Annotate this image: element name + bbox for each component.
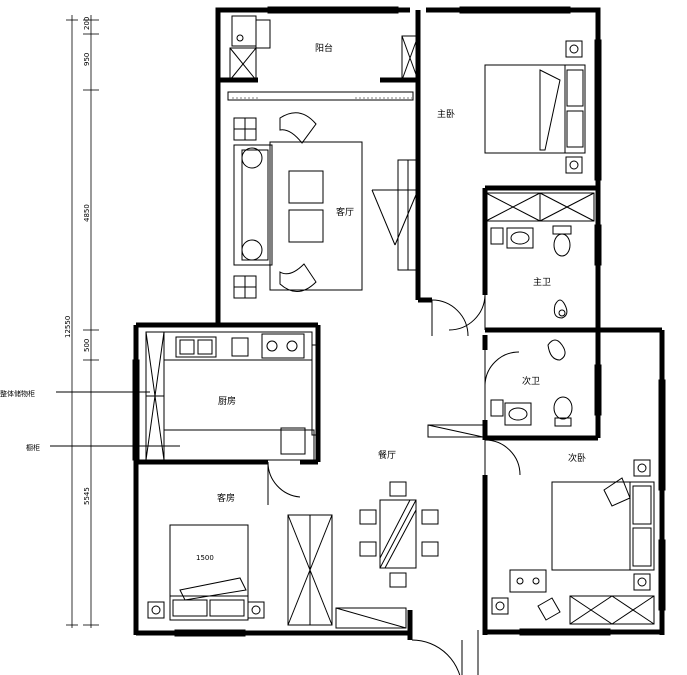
windows [132, 6, 666, 637]
room-label-second-bath: 次卫 [522, 375, 540, 387]
balcony-fixtures [229, 15, 419, 99]
room-label-master-bath: 主卫 [533, 276, 551, 288]
master-bedroom-furniture [484, 40, 595, 222]
room-label-living-room: 客厅 [336, 206, 354, 218]
bed-size-label: 1500 [196, 554, 214, 562]
dim-label-4: 500 [83, 339, 91, 352]
room-label-guest-room: 客房 [217, 492, 235, 504]
dim-label-6: 5545 [83, 487, 91, 505]
master-bath-fixtures [490, 225, 572, 319]
room-label-kitchen: 厨房 [218, 395, 236, 407]
callout-storage-cabinet: 整体储物柜 [0, 389, 35, 398]
doors [267, 189, 521, 675]
room-label-second-bedroom: 次卧 [568, 452, 586, 464]
room-label-master-bedroom: 主卧 [437, 108, 455, 120]
kitchen-fixtures [145, 331, 315, 461]
dim-label-3: 4850 [83, 204, 91, 222]
second-bath-fixtures [427, 339, 573, 438]
guest-room-furniture [147, 514, 407, 629]
room-label-balcony: 阳台 [315, 42, 333, 54]
callout-leaders [50, 391, 180, 447]
dim-label-2: 950 [83, 53, 91, 66]
second-bedroom-furniture [491, 459, 655, 625]
dim-label-5: 12550 [64, 316, 72, 338]
callout-cabinet: 橱柜 [26, 443, 40, 452]
dining-furniture [359, 481, 439, 588]
room-label-dining-room: 餐厅 [378, 449, 396, 461]
dimension-line [66, 15, 99, 628]
dim-label-1: 200 [83, 17, 91, 30]
living-room-furniture [227, 91, 419, 299]
